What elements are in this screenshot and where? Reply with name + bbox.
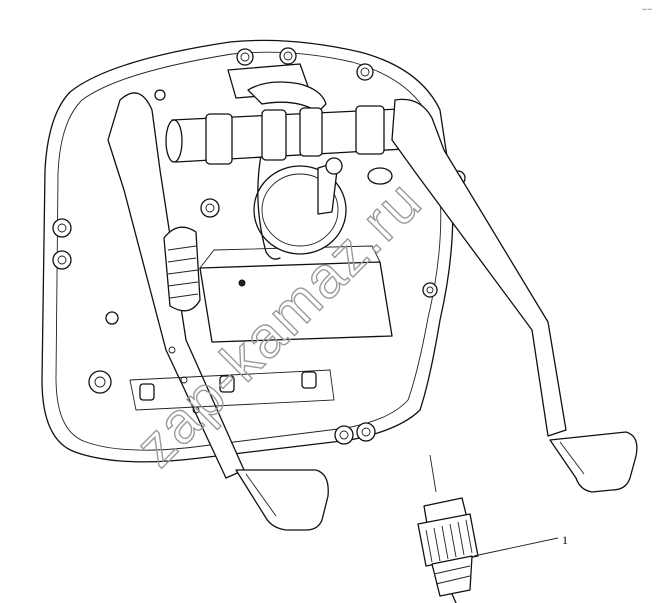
housing-fastener [238,279,246,287]
callout-number-1: 1 [562,533,568,547]
lower-bracket [129,369,335,411]
cylinder-spring [167,245,199,299]
clutch-pedal-pad [235,469,329,531]
callout-leader-1 [473,537,559,557]
mounting-plate-inner-edge [55,51,442,451]
upper-clamp [247,81,327,113]
brake-light-switch [417,497,479,603]
switch-axis-line [429,454,437,493]
brake-pedal-pad [549,431,638,493]
cable-line [257,149,281,260]
shaft-bushings [205,105,385,165]
brake-pedal-lever [391,98,567,437]
clutch-cylinder [163,226,201,312]
lower-bracket-clips [139,371,317,401]
central-housing [199,261,393,343]
corner-mark: −− [642,4,652,14]
